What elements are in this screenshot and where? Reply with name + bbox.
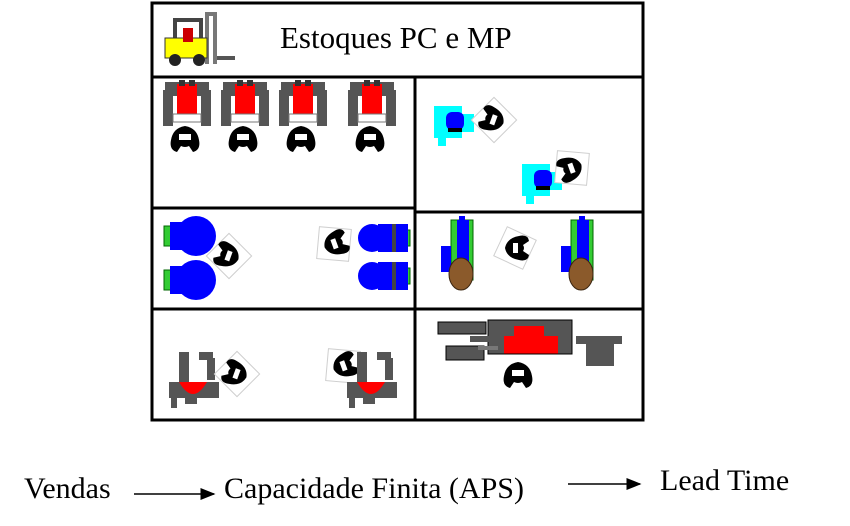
red-bowl-machine: [169, 352, 219, 408]
cell-red-bowl-machines: [169, 338, 397, 408]
flow-step-vendas: Vendas: [24, 472, 111, 505]
operator-icon: [355, 126, 385, 152]
red-press-machine: [347, 79, 397, 127]
cell-green-machines: [440, 215, 594, 291]
cyan-machine: [434, 106, 474, 146]
operator-icon: [228, 126, 258, 152]
operator-icon: [286, 126, 316, 152]
flow-step-aps: Capacidade Finita (APS): [224, 472, 524, 505]
red-press-machine: [278, 79, 328, 127]
blue-machine: [357, 261, 411, 291]
red-press-machine: [220, 79, 270, 127]
forklift-icon: [164, 12, 235, 66]
blue-machine: [357, 223, 411, 253]
operator-icon: [306, 216, 362, 272]
cell-cyan-machines: [434, 92, 600, 204]
operator-icon: [503, 362, 533, 388]
blue-machine: [163, 215, 217, 257]
flow-step-lead-time: Lead Time: [660, 464, 790, 497]
cell-blue-machines: [163, 215, 411, 301]
green-machine: [440, 215, 474, 291]
cell-red-presses: [162, 79, 397, 152]
operator-icon: [493, 226, 537, 270]
green-machine: [560, 215, 594, 291]
operator-icon: [170, 126, 200, 152]
red-press-machine: [162, 79, 212, 127]
page-title: Estoques PC e MP: [280, 20, 512, 55]
cell-assembly-line: [437, 319, 622, 388]
blue-machine: [163, 259, 217, 301]
operator-icon: [466, 92, 522, 148]
